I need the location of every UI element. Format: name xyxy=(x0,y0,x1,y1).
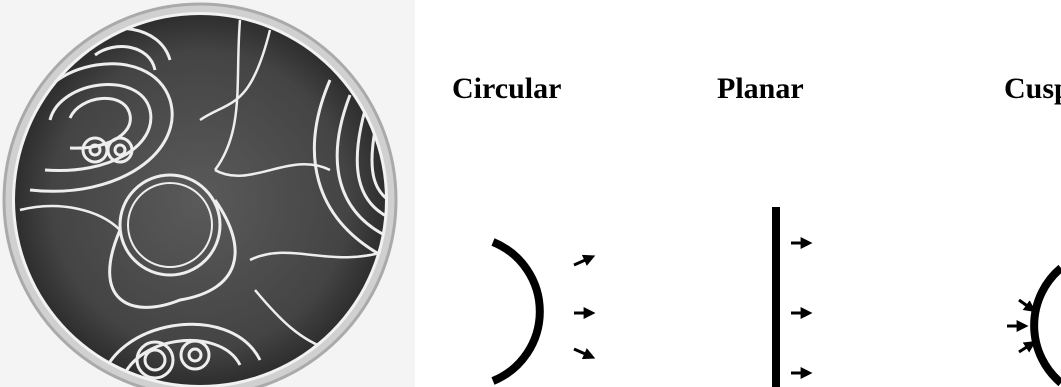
cusp-wavefront-curve xyxy=(1034,268,1061,383)
arrow-down-right xyxy=(574,349,592,357)
circular-wavefront-curve xyxy=(493,242,540,381)
arrow-up-right-inward xyxy=(1019,343,1033,352)
arrow-down-right-inward xyxy=(1019,300,1033,310)
planar-wavefront xyxy=(776,207,809,387)
cusp-wavefront xyxy=(1007,268,1061,383)
arrow-up-right xyxy=(574,257,592,265)
circular-wavefront xyxy=(493,242,592,381)
